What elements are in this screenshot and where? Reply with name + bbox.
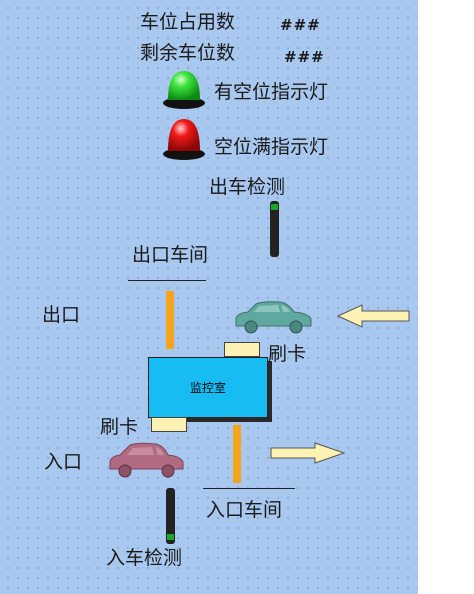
entry-card-label: 刷卡 [100, 416, 139, 438]
exit-card-reader [224, 342, 260, 357]
exit-side-label: 出口 [42, 304, 81, 326]
exit-card-label: 刷卡 [268, 343, 307, 365]
vacant-indicator-light-icon [163, 71, 205, 109]
exit-sensor-icon [270, 201, 279, 257]
vacant-indicator-label: 有空位指示灯 [214, 81, 329, 103]
right-margin [418, 0, 474, 594]
entry-sensor-label: 入车检测 [106, 547, 183, 569]
entry-side-label: 入口 [44, 451, 83, 473]
occupied-label: 车位占用数 [140, 11, 236, 33]
entry-gate-label: 入口车间 [206, 499, 283, 521]
entry-sensor-icon [166, 488, 175, 544]
remaining-label: 剩余车位数 [140, 42, 236, 64]
control-room: 监控室 [148, 357, 268, 418]
parking-diagram-canvas [0, 0, 418, 594]
exit-gate-barrier [166, 291, 174, 349]
remaining-value: ### [284, 48, 325, 66]
entry-card-reader [151, 417, 187, 432]
occupied-value: ### [280, 16, 321, 34]
full-indicator-light-icon [163, 119, 205, 160]
left-arrow-icon [336, 304, 410, 328]
right-arrow-icon [270, 442, 346, 464]
entry-gate-line [203, 488, 295, 489]
exit-sensor-label: 出车检测 [209, 176, 286, 198]
full-indicator-label: 空位满指示灯 [214, 136, 329, 158]
entry-car-icon [109, 442, 184, 478]
exit-car-icon [235, 301, 312, 334]
exit-gate-line [128, 280, 206, 281]
entry-gate-barrier [233, 425, 241, 483]
control-room-label: 监控室 [189, 381, 226, 395]
exit-gate-label: 出口车间 [132, 244, 209, 266]
